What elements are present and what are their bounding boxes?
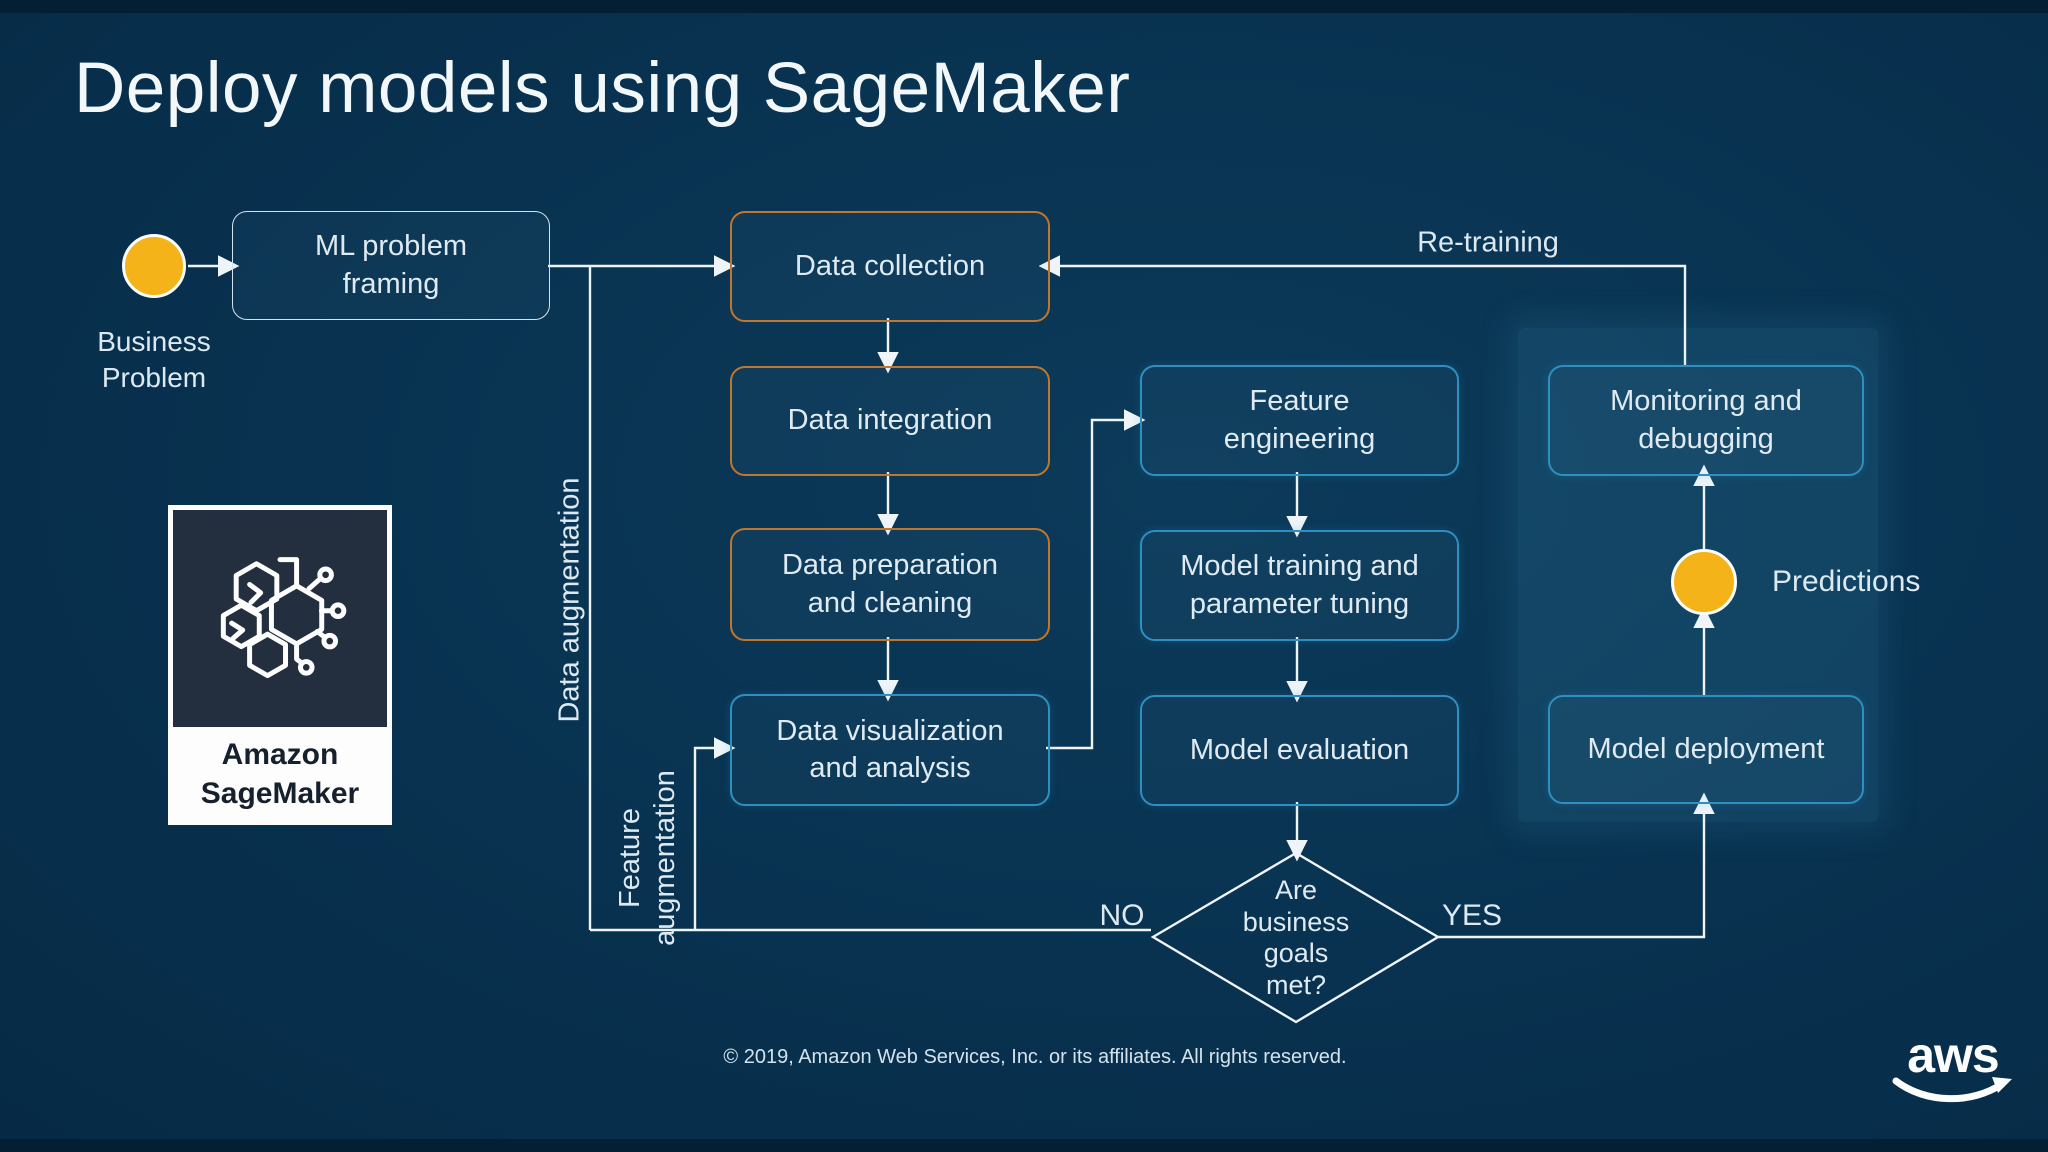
business-problem-dot: [122, 234, 186, 298]
decision-yes-label: YES: [1441, 899, 1503, 932]
node-data-integration: Data integration: [730, 366, 1050, 476]
node-model-evaluation: Model evaluation: [1140, 695, 1459, 806]
node-ml-problem-framing: ML problem framing: [232, 211, 550, 320]
top-letterbox: [0, 0, 2048, 13]
copyright-footer: © 2019, Amazon Web Services, Inc. or its…: [723, 1046, 1347, 1068]
node-feature-engineering: Feature engineering: [1140, 365, 1459, 476]
decision-diamond: [1150, 851, 1441, 1024]
sagemaker-logo-line2: SageMaker: [200, 776, 360, 810]
node-data-collection: Data collection: [730, 211, 1050, 322]
retraining-label: Re-training: [1417, 226, 1559, 259]
node-data-visualization: Data visualization and analysis: [730, 694, 1050, 806]
arrow-visualization-to-featureeng: [1046, 409, 1146, 750]
data-augmentation-label: Data augmentation: [553, 477, 586, 723]
node-model-deployment: Model deployment: [1548, 695, 1864, 804]
business-problem-label: Business Problem: [97, 326, 211, 394]
arrow-retraining-to-collection: [1038, 255, 1687, 365]
sagemaker-icon-area: [173, 510, 387, 727]
node-data-preparation: Data preparation and cleaning: [730, 528, 1050, 641]
sagemaker-brain-icon: [220, 556, 347, 678]
bottom-letterbox: [0, 1139, 2048, 1152]
decision-label: Are business goals met?: [1242, 874, 1350, 1000]
node-monitoring-debugging: Monitoring and debugging: [1548, 365, 1864, 476]
sagemaker-logo-label: Amazon SageMaker: [173, 727, 387, 820]
feature-augmentation-label: Feature augmentation: [614, 770, 681, 946]
predictions-dot: [1671, 549, 1737, 615]
sagemaker-logo-card: Amazon SageMaker: [168, 505, 392, 825]
predictions-label: Predictions: [1772, 565, 1921, 598]
arrow-feature-augmentation: [693, 737, 736, 930]
aws-logo-text: aws: [1907, 1027, 2000, 1083]
page-title: Deploy models using SageMaker: [74, 49, 1131, 128]
decision-no-label: NO: [1099, 899, 1145, 932]
aws-logo: aws: [1888, 1027, 2018, 1113]
aws-smile-icon: [1892, 1077, 2012, 1103]
node-model-training: Model training and parameter tuning: [1140, 530, 1459, 641]
sagemaker-logo-line1: Amazon: [221, 737, 339, 771]
arrow-yes-to-deployment: [1438, 792, 1715, 939]
